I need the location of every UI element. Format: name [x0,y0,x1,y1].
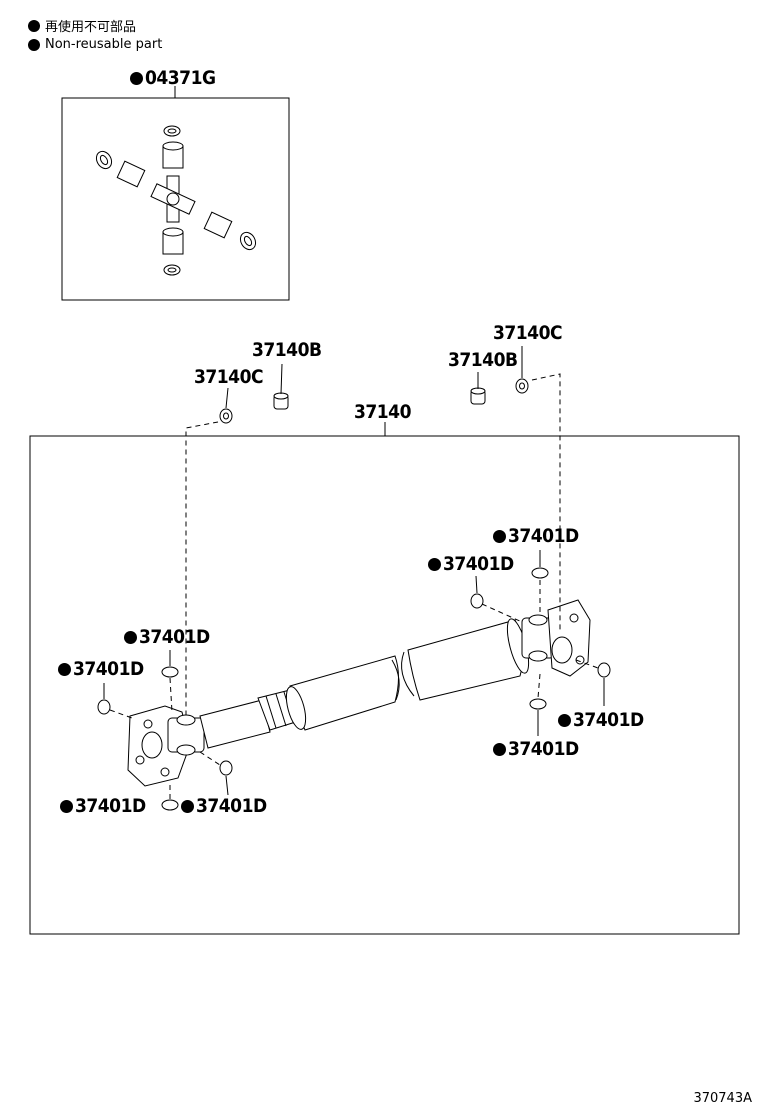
label-37401d: 37401D [493,525,579,547]
non-reusable-icon [124,630,137,644]
seal-ring-icon [470,593,484,609]
bearing-cup-icon [116,160,146,188]
label-37401d: 37401D [428,553,514,575]
label-37140: 37140 [354,401,411,423]
bullet-icon [28,38,40,51]
seal-ring-icon [531,567,549,579]
legend-jp-text: 再使用不可部品 [45,20,137,35]
label-04371g: 04371G [130,67,216,89]
legend-en: Non-reusable part [28,37,162,52]
leader-lines [103,346,605,796]
non-reusable-icon [181,799,194,813]
hardware [97,378,611,811]
label-37401d: 37401D [493,738,579,760]
legend-en-text: Non-reusable part [45,37,163,52]
non-reusable-icon [130,71,143,85]
label-37140c-right: 37140C [493,322,563,344]
label-37401d: 37401D [58,658,144,680]
rear-tube-icon [407,619,524,701]
rear-flange-icon [547,599,591,677]
diagram-code: 370743A [693,1091,752,1106]
non-reusable-icon [493,742,506,756]
label-37401d: 37401D [558,709,644,731]
seal-ring-icon [219,760,233,776]
seal-ring-icon [161,799,179,811]
label-37140b-right: 37140B [448,349,518,371]
seal-ring-icon [97,699,111,715]
seal-ring-icon [529,698,547,710]
bullet-icon [28,19,40,32]
non-reusable-icon [60,799,73,813]
label-37401d: 37401D [181,795,267,817]
label-37401d: 37401D [124,626,210,648]
dashed-lines [109,373,599,800]
seal-ring-icon [161,666,179,678]
legend-jp: 再使用不可部品 [28,16,136,35]
label-37401d: 37401D [60,795,146,817]
non-reusable-icon [493,529,506,543]
shaft-assembly [127,599,591,787]
non-reusable-icon [558,713,571,727]
non-reusable-icon [58,662,71,676]
seal-ring-icon [597,662,611,678]
bearing-cup-icon [203,211,233,239]
label-37140c-left: 37140C [194,366,264,388]
spider-kit [95,125,257,276]
label-37140b-left: 37140B [252,339,322,361]
front-tube-icon [289,655,399,731]
non-reusable-icon [428,557,441,571]
